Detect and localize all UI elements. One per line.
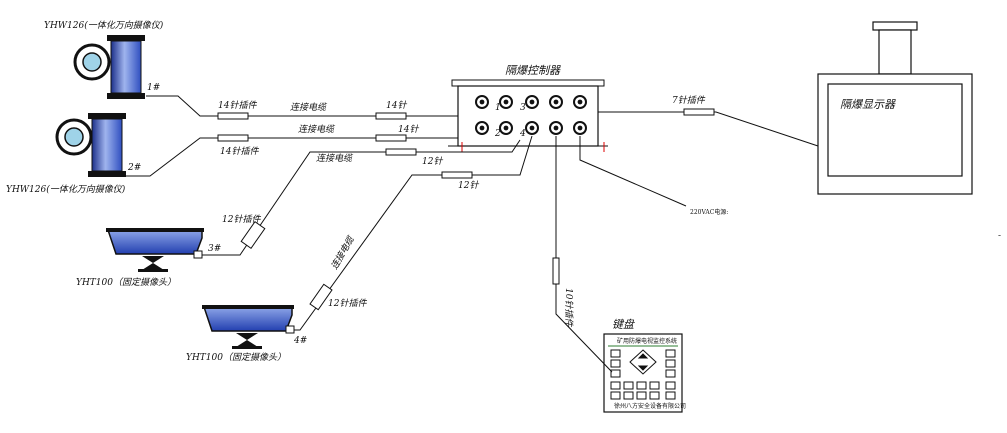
fixed-camera-3-mount [142, 256, 164, 270]
label-14pin-plug-2: 14针插件 [220, 146, 259, 157]
ptz-camera-2-cap-bottom [88, 171, 126, 177]
ptz-camera-2-lens [64, 127, 84, 147]
cable-4 [294, 135, 533, 331]
label-12pin-plug-3: 12针插件 [222, 214, 261, 225]
plug-12pin-4a [441, 171, 473, 179]
fixed-camera-3-hood-rim [106, 228, 204, 232]
controller-port-1: 1 [495, 103, 501, 113]
plug-7pin [683, 108, 715, 116]
fixed-camera-4-hood-rim [202, 305, 294, 309]
ptz-camera-1-cap-bottom [107, 93, 145, 99]
cable-keyboard [555, 136, 613, 373]
fixed-camera-3: 3# YHT100（固定摄像头） [76, 228, 221, 288]
fixed-camera-4-tag: 4# [293, 336, 307, 346]
display-mount-top [872, 21, 918, 31]
label-cable-2: 连接电缆 [298, 124, 336, 135]
cable-1 [146, 95, 458, 117]
ptz-camera-1-body [110, 40, 142, 94]
label-12pin-3: 12针 [422, 156, 443, 167]
fixed-camera-4-connector [285, 325, 295, 334]
fixed-camera-4-hood [202, 306, 293, 332]
plug-12pin-3b [240, 221, 266, 249]
controller-port-2: 2 [494, 129, 501, 139]
ptz-camera-2-model: YHW126(一体化万向摄像仪) [6, 184, 126, 195]
ptz-camera-1: YHW126(一体化万向摄像仪) 1# [44, 20, 164, 99]
controller-port-3: 3 [520, 103, 526, 113]
fixed-camera-4-model: YHT100（固定摄像头） [186, 352, 286, 363]
label-14pin-plug-1: 14针插件 [218, 100, 257, 111]
plug-14pin-1b [375, 112, 407, 120]
cable-3 [202, 139, 521, 256]
keyboard-title: 键盘 [612, 318, 636, 331]
fixed-camera-3-model: YHT100（固定摄像头） [76, 277, 176, 288]
label-14pin-1: 14针 [386, 100, 407, 111]
keyboard-keys [610, 349, 676, 400]
fixed-camera-4-mount [236, 333, 258, 347]
keyboard-direction-pad [629, 349, 657, 375]
stray-mark: - [998, 231, 1001, 241]
label-10pin-plug: 10针插件 [563, 288, 574, 327]
cable-display [598, 111, 819, 147]
ptz-camera-1-cap-top [107, 35, 145, 41]
wiring [126, 95, 819, 373]
ptz-camera-2-cap-top [88, 113, 126, 119]
fixed-camera-3-hood [106, 229, 203, 255]
controller-lid [451, 79, 605, 87]
label-7pin-plug: 7针插件 [672, 95, 706, 106]
display-title: 隔爆显示器 [840, 98, 896, 111]
ptz-camera-1-tag: 1# [147, 83, 160, 93]
plug-14pin-2a [217, 134, 249, 142]
plug-14pin-2b [375, 134, 407, 142]
plug-10pin [552, 257, 560, 285]
keyboard-panel-title: 矿用防爆电视监控系统 [617, 337, 677, 345]
plug-12pin-3a [385, 148, 417, 156]
controller-port-4: 4 [519, 129, 526, 139]
ptz-camera-2-body [91, 118, 123, 172]
display-screen [827, 83, 963, 177]
label-power: 220VAC电源: [690, 208, 728, 216]
plug-14pin-1a [217, 112, 249, 120]
label-cable-1: 连接电缆 [290, 102, 328, 113]
label-12pin-4: 12针 [458, 180, 479, 191]
ptz-camera-2: 2# YHW126(一体化万向摄像仪) [6, 113, 141, 195]
ptz-camera-1-model: YHW126(一体化万向摄像仪) [44, 20, 164, 31]
label-cable-3: 连接电缆 [316, 153, 354, 164]
label-cable-4: 连接电缆 [329, 233, 358, 271]
ptz-camera-1-lens [82, 52, 102, 72]
controller-box [457, 85, 599, 147]
plug-12pin-4b [309, 283, 333, 311]
connector-plugs [217, 108, 715, 311]
controller-title: 隔爆控制器 [505, 64, 561, 77]
fixed-camera-4: 4# YHT100（固定摄像头） [186, 305, 307, 363]
cable-2 [126, 137, 458, 177]
keyboard-unit: 键盘 矿用防爆电视监控系统 徐州八方安全设备有限公司 [603, 318, 686, 413]
explosion-proof-display: 隔爆显示器 [817, 21, 973, 195]
fixed-camera-4-base [232, 346, 262, 349]
controller-port-cores [479, 99, 583, 131]
display-mount-neck [878, 29, 912, 75]
fixed-camera-3-tag: 3# [208, 244, 221, 254]
fixed-camera-3-connector [193, 250, 203, 259]
explosion-proof-controller: 隔爆控制器 1 2 3 4 [448, 64, 608, 152]
ptz-camera-2-tag: 2# [127, 163, 141, 173]
cable-power [579, 136, 687, 207]
label-12pin-plug-4: 12针插件 [328, 298, 367, 309]
label-14pin-2: 14针 [398, 124, 419, 135]
fixed-camera-3-base [138, 269, 168, 272]
keyboard-panel-footer: 徐州八方安全设备有限公司 [614, 402, 686, 410]
